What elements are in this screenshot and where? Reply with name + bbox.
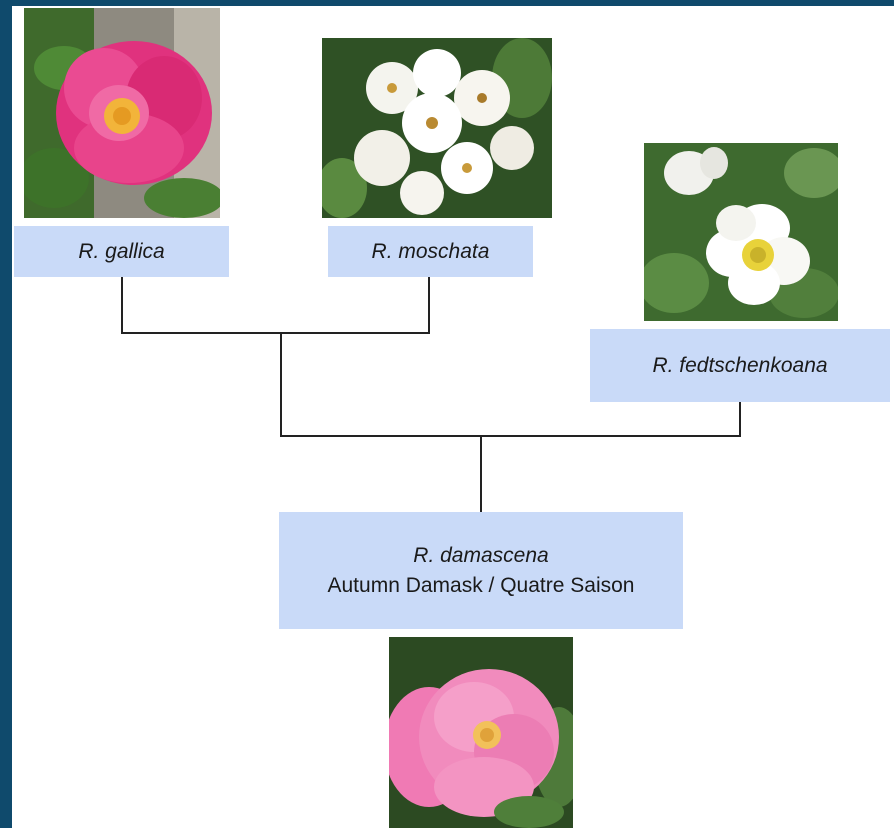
first-hybrid-line (280, 333, 282, 437)
moschata-photo (322, 38, 552, 218)
moschata-drop-line (428, 277, 430, 333)
gallica-label: R. gallica (14, 226, 229, 277)
moschata-name: R. moschata (371, 239, 490, 263)
gallica-photo (24, 8, 220, 218)
offspring-line (480, 436, 482, 512)
fedtschenkoana-label: R. fedtschenkoana (590, 329, 890, 402)
fedtschenkoana-drop-line (739, 402, 741, 436)
fedtschenkoana-photo (644, 143, 838, 321)
damascena-photo (389, 637, 573, 828)
second-cross-bar (280, 435, 741, 437)
fedtschenkoana-name: R. fedtschenkoana (652, 353, 828, 377)
damascena-common-name: Autumn Damask / Quatre Saison (327, 573, 635, 597)
gallica-name: R. gallica (78, 239, 165, 263)
first-cross-bar (121, 332, 430, 334)
gallica-drop-line (121, 277, 123, 333)
moschata-label: R. moschata (328, 226, 533, 277)
damascena-name: R. damascena (413, 543, 549, 567)
damascena-label: R. damascena Autumn Damask / Quatre Sais… (279, 512, 683, 629)
